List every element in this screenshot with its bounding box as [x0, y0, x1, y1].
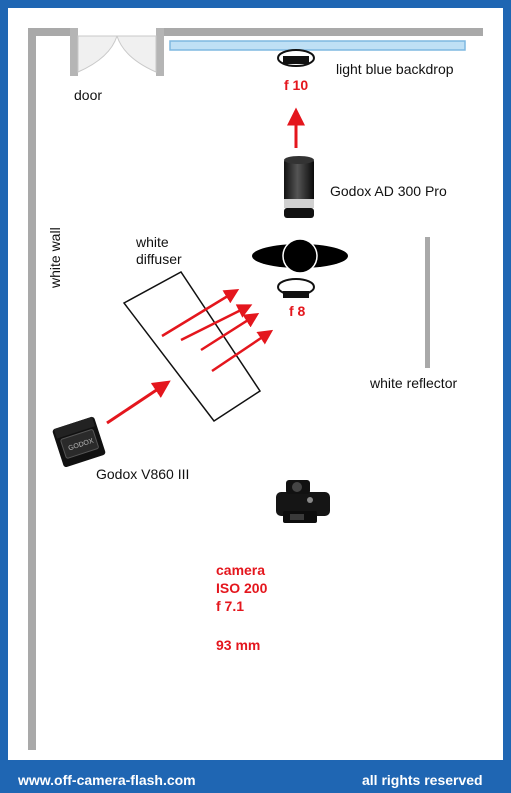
white-wall-label: white wall	[47, 227, 63, 289]
camera-heading: camera	[216, 562, 265, 578]
door	[70, 28, 164, 76]
light-blue-backdrop	[169, 40, 466, 51]
wall-top	[28, 28, 76, 36]
door-swing-right	[116, 35, 157, 73]
camera-icon	[276, 480, 330, 523]
footer-website: www.off-camera-flash.com	[17, 772, 196, 788]
footer-rights: all rights reserved	[362, 772, 483, 788]
camera-focal-length: 93 mm	[216, 637, 260, 653]
room-walls	[28, 28, 483, 750]
camera-iso: ISO 200	[216, 580, 268, 596]
camera-aperture: f 7.1	[216, 598, 244, 614]
door-jamb-right	[156, 28, 164, 76]
wall-left	[28, 28, 36, 750]
main-light-reflector-icon	[252, 238, 348, 274]
diffuser-label-line1: white	[135, 234, 169, 250]
white-reflector	[425, 237, 430, 368]
diffuser-arrows	[161, 289, 274, 373]
backdrop-label: light blue backdrop	[336, 61, 454, 77]
fill-light-icon	[277, 278, 315, 298]
speedlight-label: Godox V860 III	[96, 466, 189, 482]
door-label: door	[74, 87, 102, 103]
diffuser-label-line2: diffuser	[136, 251, 182, 267]
diffuser-arrow	[161, 289, 240, 338]
reflector-label: white reflector	[369, 375, 457, 391]
godox-ad300-icon	[284, 156, 314, 218]
diffuser-arrow	[180, 304, 253, 342]
wall-top-right	[160, 28, 483, 36]
white-diffuser	[122, 271, 262, 423]
fill-fstop: f 8	[289, 303, 306, 319]
backdrop-strip	[169, 40, 466, 51]
godox-v860-icon: GODOX	[52, 416, 106, 468]
speedlight-arrow	[106, 380, 171, 425]
backdrop-fstop: f 10	[284, 77, 308, 93]
main-light-label: Godox AD 300 Pro	[330, 183, 447, 199]
door-jamb-left	[70, 28, 78, 76]
diffuser-arrow	[200, 312, 260, 352]
backdrop-light-icon	[277, 49, 315, 67]
diffuser-arrow	[211, 329, 274, 373]
